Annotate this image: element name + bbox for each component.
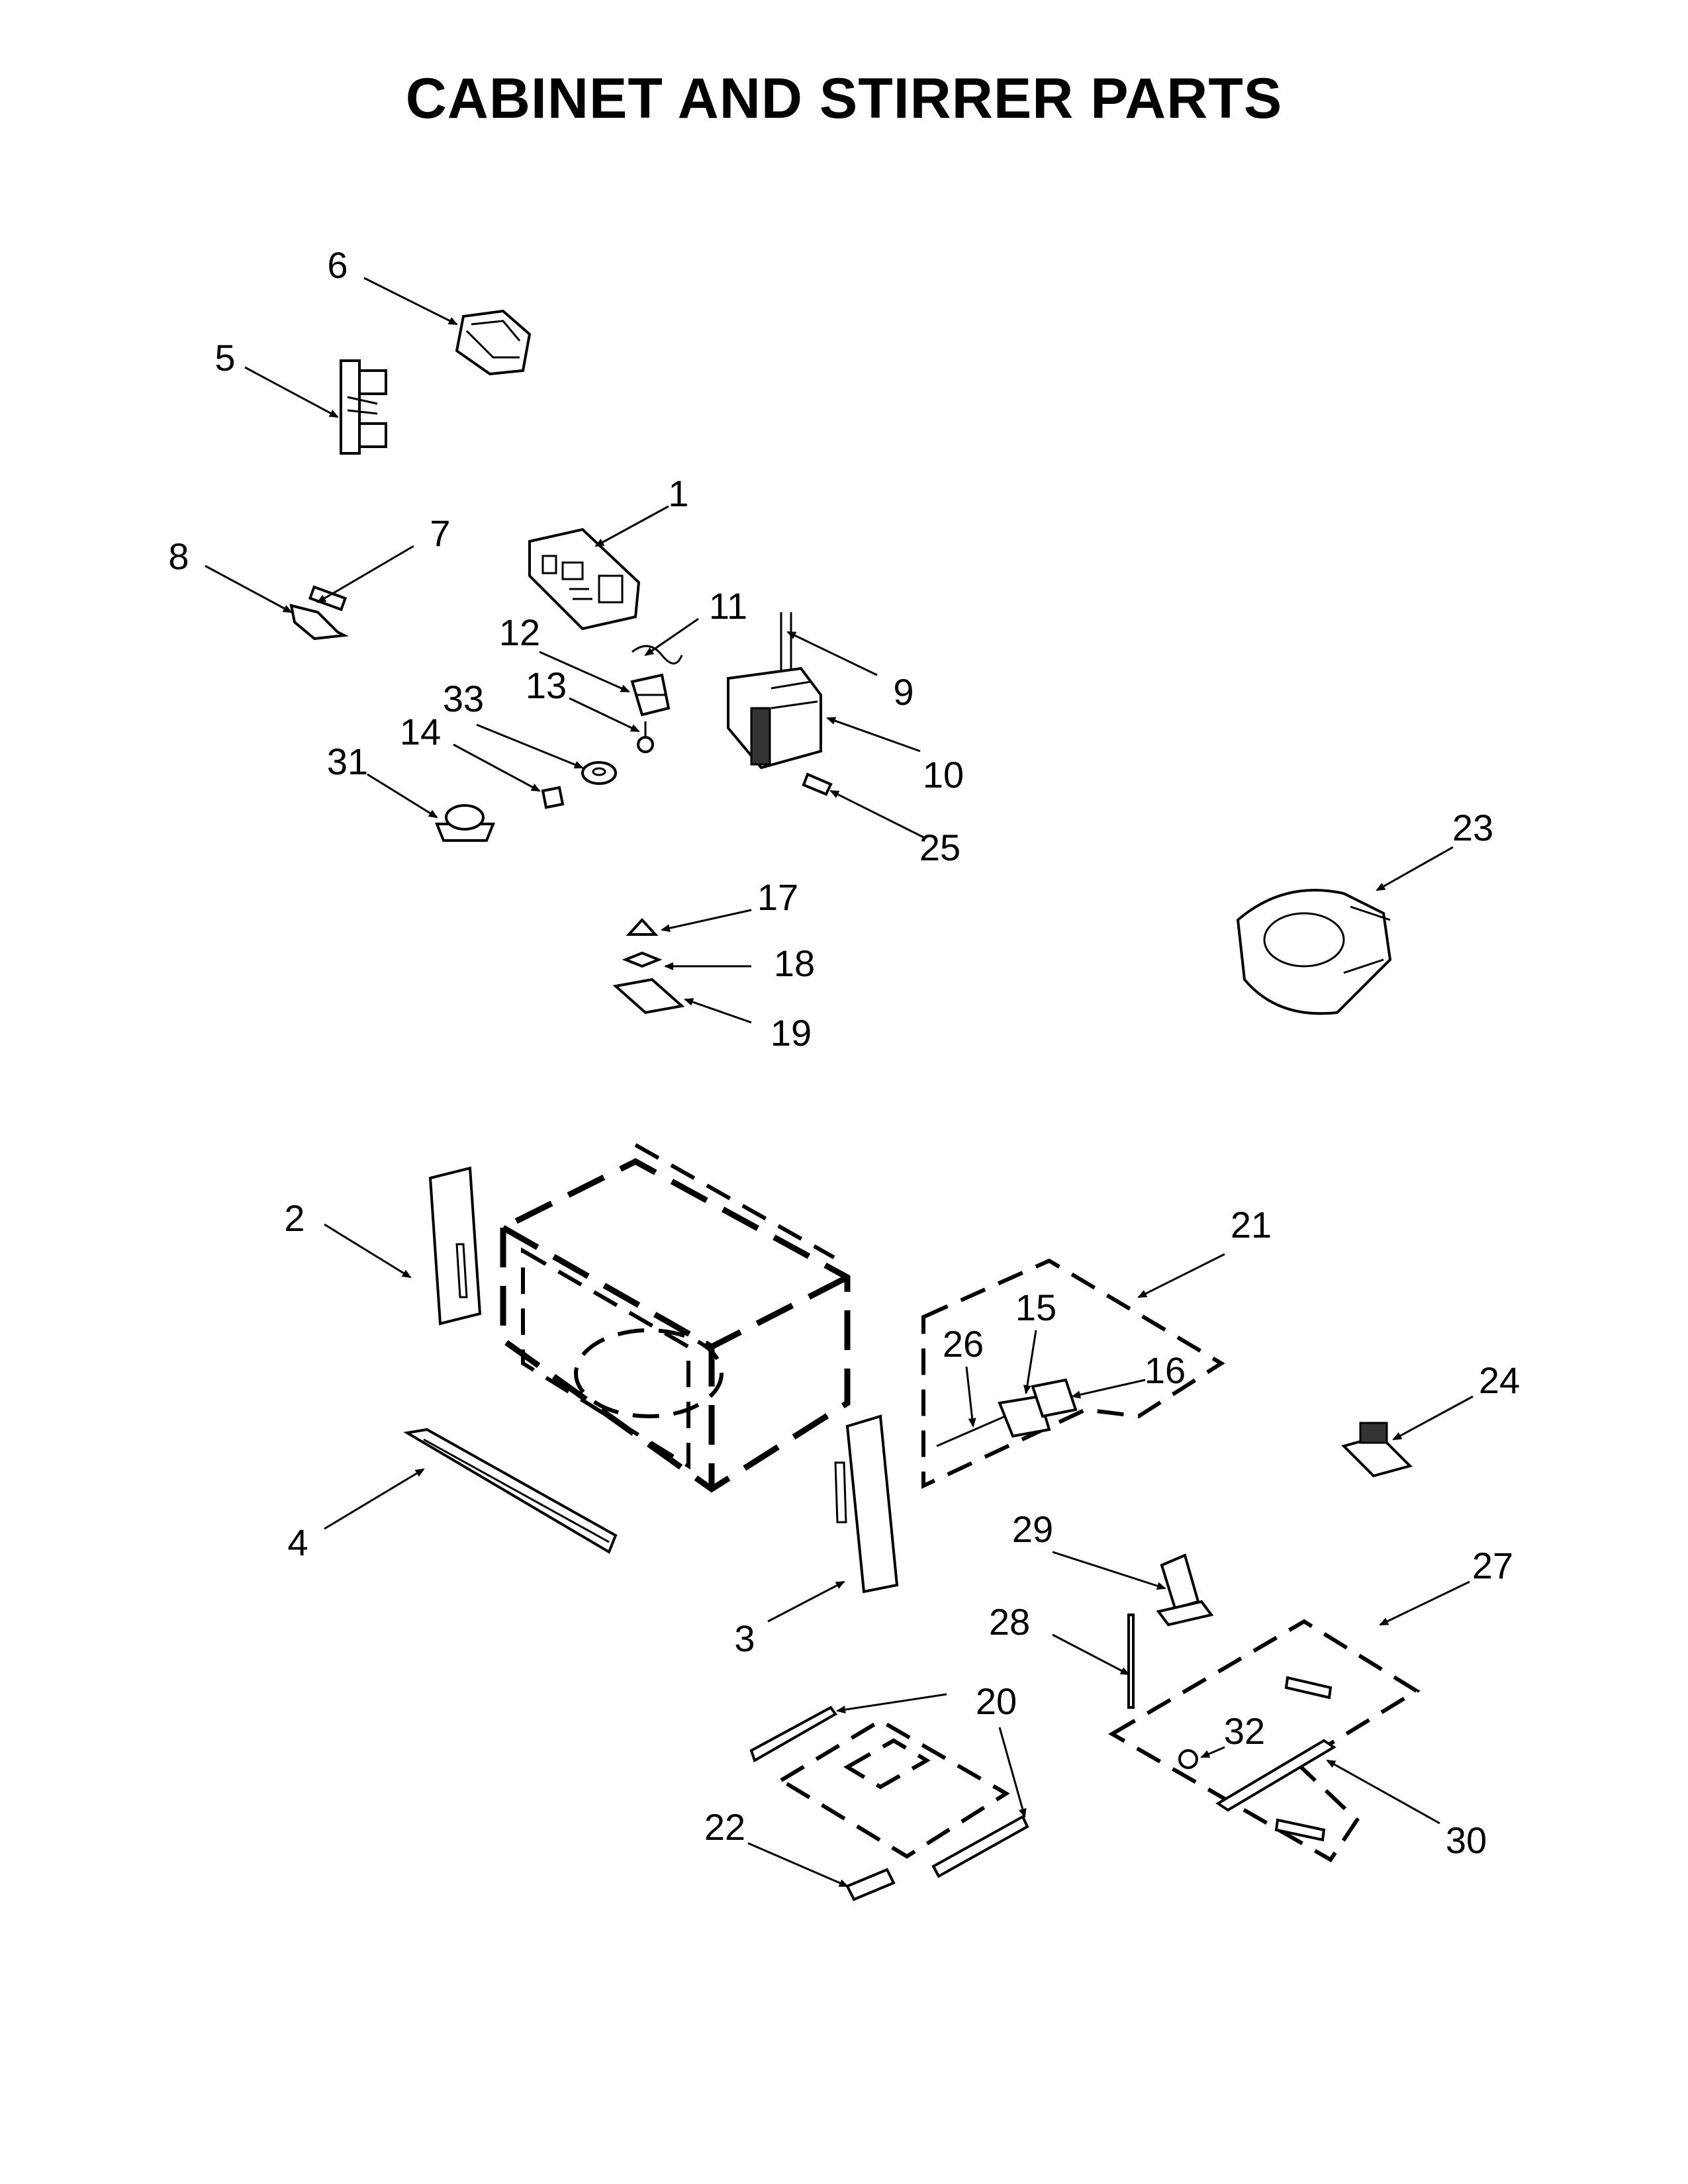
part-16-bracket: [1031, 1378, 1078, 1418]
callout-19: 19: [771, 1012, 812, 1054]
callout-31: 31: [327, 741, 368, 782]
callout-21: 21: [1231, 1204, 1272, 1246]
part-11-spring: [632, 645, 683, 664]
part-32-pulley: [1178, 1749, 1198, 1769]
callout-2: 2: [284, 1197, 305, 1239]
callout-20: 20: [976, 1680, 1017, 1722]
callout-26: 26: [943, 1323, 984, 1365]
callout-28: 28: [989, 1601, 1030, 1643]
part-2-side-panel: [428, 1166, 482, 1326]
callout-7: 7: [430, 512, 450, 554]
callout-11: 11: [709, 585, 747, 627]
part-1-control-board: [528, 527, 641, 631]
part-9-wire-lead: [780, 612, 792, 675]
callout-18: 18: [774, 942, 815, 984]
callout-13: 13: [526, 664, 567, 706]
part-30-belt: [1215, 1739, 1336, 1812]
callout-1: 1: [668, 473, 688, 514]
part-4-rail: [403, 1428, 618, 1554]
part-20-floor-rails: [749, 1706, 1029, 1878]
callout-8: 8: [168, 535, 189, 577]
part-7-fuse: [308, 585, 348, 612]
callout-10: 10: [923, 754, 964, 796]
part-31-thermostat: [435, 804, 495, 842]
callout-29: 29: [1012, 1508, 1053, 1550]
drive-shaft: [1274, 1676, 1333, 1842]
part-25-screw: [802, 772, 833, 796]
part-29-bracket: [1156, 1553, 1214, 1627]
leader-lines: [205, 277, 1474, 1888]
callout-24: 24: [1479, 1359, 1520, 1401]
callouts: 1 2 3 4 5 6 7 8 9 10 11 12 13 14 15 16 1…: [168, 244, 1520, 1861]
callout-9: 9: [893, 671, 914, 713]
part-28-rod: [1127, 1614, 1135, 1709]
part-13-actuator: [637, 721, 654, 753]
part-18-washer: [622, 951, 663, 968]
callout-25: 25: [919, 827, 961, 868]
part-3-side-panel: [834, 1414, 899, 1594]
callout-3: 3: [734, 1617, 755, 1659]
part-22-clip: [845, 1868, 896, 1901]
page-title: CABINET AND STIRRER PARTS: [405, 67, 1283, 130]
part-24-relay-board: [1341, 1422, 1413, 1478]
part-19-bracket: [612, 978, 685, 1015]
part-15-sensor: [998, 1394, 1051, 1438]
part-26-probe: [936, 1412, 1013, 1447]
callout-22: 22: [704, 1806, 745, 1848]
part-17-stirrer-cap: [626, 918, 659, 936]
part-23-blower: [1236, 889, 1392, 1015]
callout-16: 16: [1145, 1349, 1186, 1391]
callout-27: 27: [1472, 1545, 1513, 1586]
callout-12: 12: [499, 612, 540, 653]
part-33-ferrite-ring: [581, 761, 617, 785]
callout-33: 33: [443, 678, 484, 719]
callout-5: 5: [214, 337, 235, 379]
oven-cavity-outline: [500, 1143, 851, 1493]
part-14-clip: [541, 786, 565, 809]
callout-14: 14: [400, 711, 441, 752]
part-5-terminal-bracket: [340, 359, 387, 455]
part-10-transformer: [727, 666, 822, 770]
callout-17: 17: [757, 876, 798, 918]
part-21-assembly-outline: [921, 1258, 1225, 1489]
callout-30: 30: [1446, 1819, 1487, 1861]
callout-15: 15: [1015, 1287, 1056, 1328]
callout-4: 4: [287, 1522, 308, 1563]
callout-6: 6: [327, 244, 348, 286]
part-6-switch-housing: [455, 309, 532, 376]
callout-32: 32: [1224, 1710, 1265, 1752]
part-8-fuse-holder: [289, 604, 349, 641]
part-12-interlock-switch: [630, 673, 671, 717]
callout-23: 23: [1452, 807, 1493, 848]
